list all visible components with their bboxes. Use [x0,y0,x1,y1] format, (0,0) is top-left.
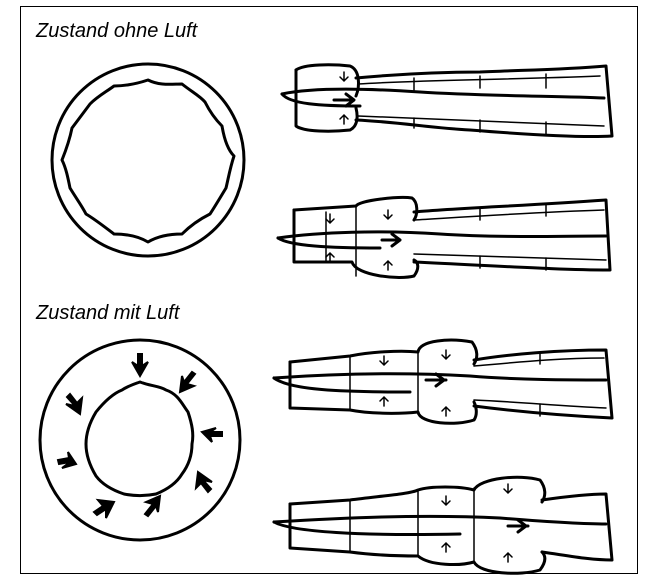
peristalsis-step-3 [274,340,612,423]
peristalsis-step-4 [274,477,612,573]
peristalsis-step-1 [282,65,612,137]
peristalsis-step-2 [278,197,610,277]
cross-section-compressed [40,340,240,540]
cross-section-relaxed [52,64,244,256]
pressure-arrows [58,354,222,518]
